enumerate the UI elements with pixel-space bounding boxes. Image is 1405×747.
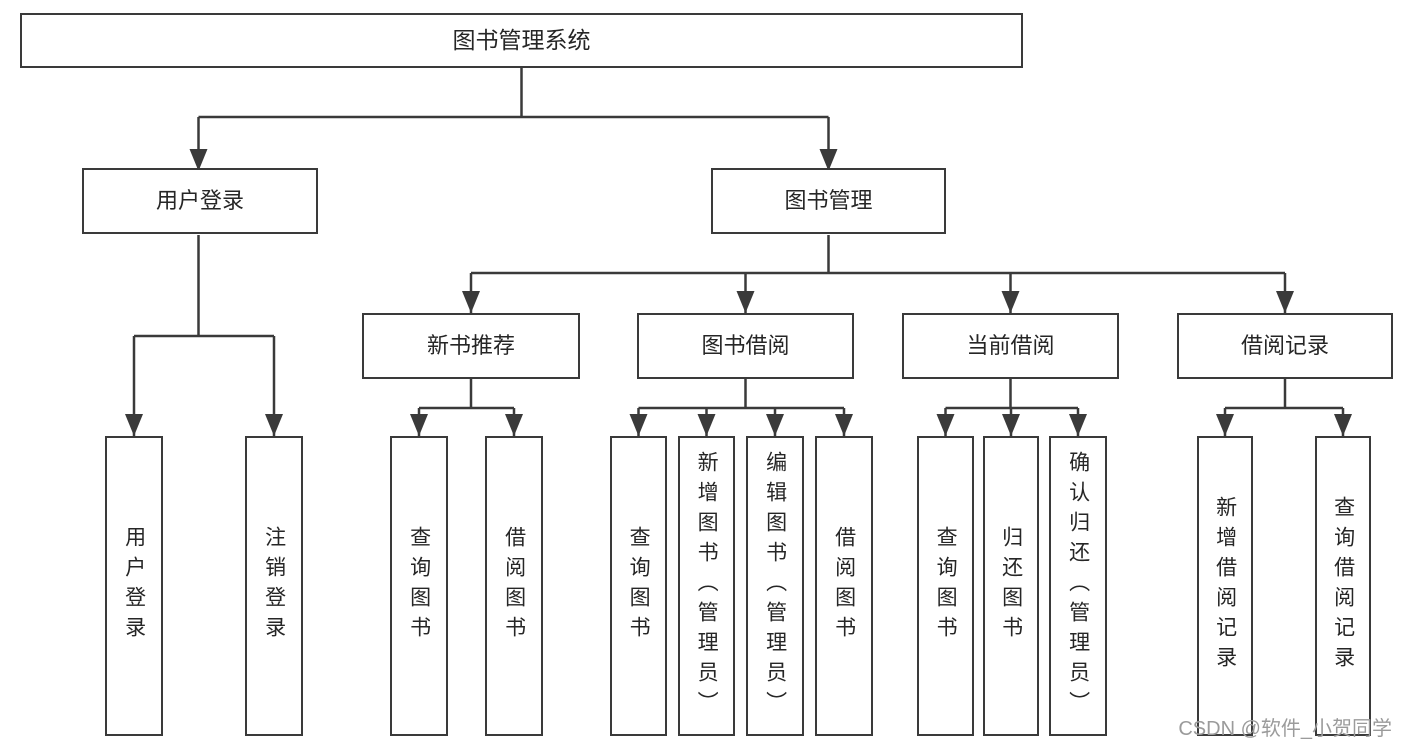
watermark: CSDN @软件_小贺同学 — [1178, 718, 1392, 740]
node-current-borrowing: 当前借阅 — [902, 313, 1119, 379]
leaf-query-borrow-record: 查询借阅记录 — [1315, 436, 1371, 736]
leaf-edit-books-admin: 编辑图书（管理员） — [746, 436, 804, 736]
node-root: 图书管理系统 — [20, 13, 1023, 68]
leaf-query-books-borrowing: 查询图书 — [610, 436, 667, 736]
node-user-login-branch: 用户登录 — [82, 168, 318, 234]
leaf-query-books-recommend: 查询图书 — [390, 436, 448, 736]
leaf-user-login: 用户登录 — [105, 436, 163, 736]
leaf-add-borrow-record: 新增借阅记录 — [1197, 436, 1253, 736]
leaf-confirm-return-admin: 确认归还（管理员） — [1049, 436, 1107, 736]
node-borrowing-records: 借阅记录 — [1177, 313, 1393, 379]
leaf-return-books: 归还图书 — [983, 436, 1039, 736]
leaf-borrow-books-recommend: 借阅图书 — [485, 436, 543, 736]
node-new-book-recommend: 新书推荐 — [362, 313, 580, 379]
node-book-borrowing: 图书借阅 — [637, 313, 854, 379]
leaf-query-books-current: 查询图书 — [917, 436, 974, 736]
leaf-logout: 注销登录 — [245, 436, 303, 736]
leaf-add-books-admin: 新增图书（管理员） — [678, 436, 735, 736]
leaf-borrow-books-borrowing: 借阅图书 — [815, 436, 873, 736]
node-book-management-branch: 图书管理 — [711, 168, 946, 234]
connector-rails — [134, 68, 1343, 410]
